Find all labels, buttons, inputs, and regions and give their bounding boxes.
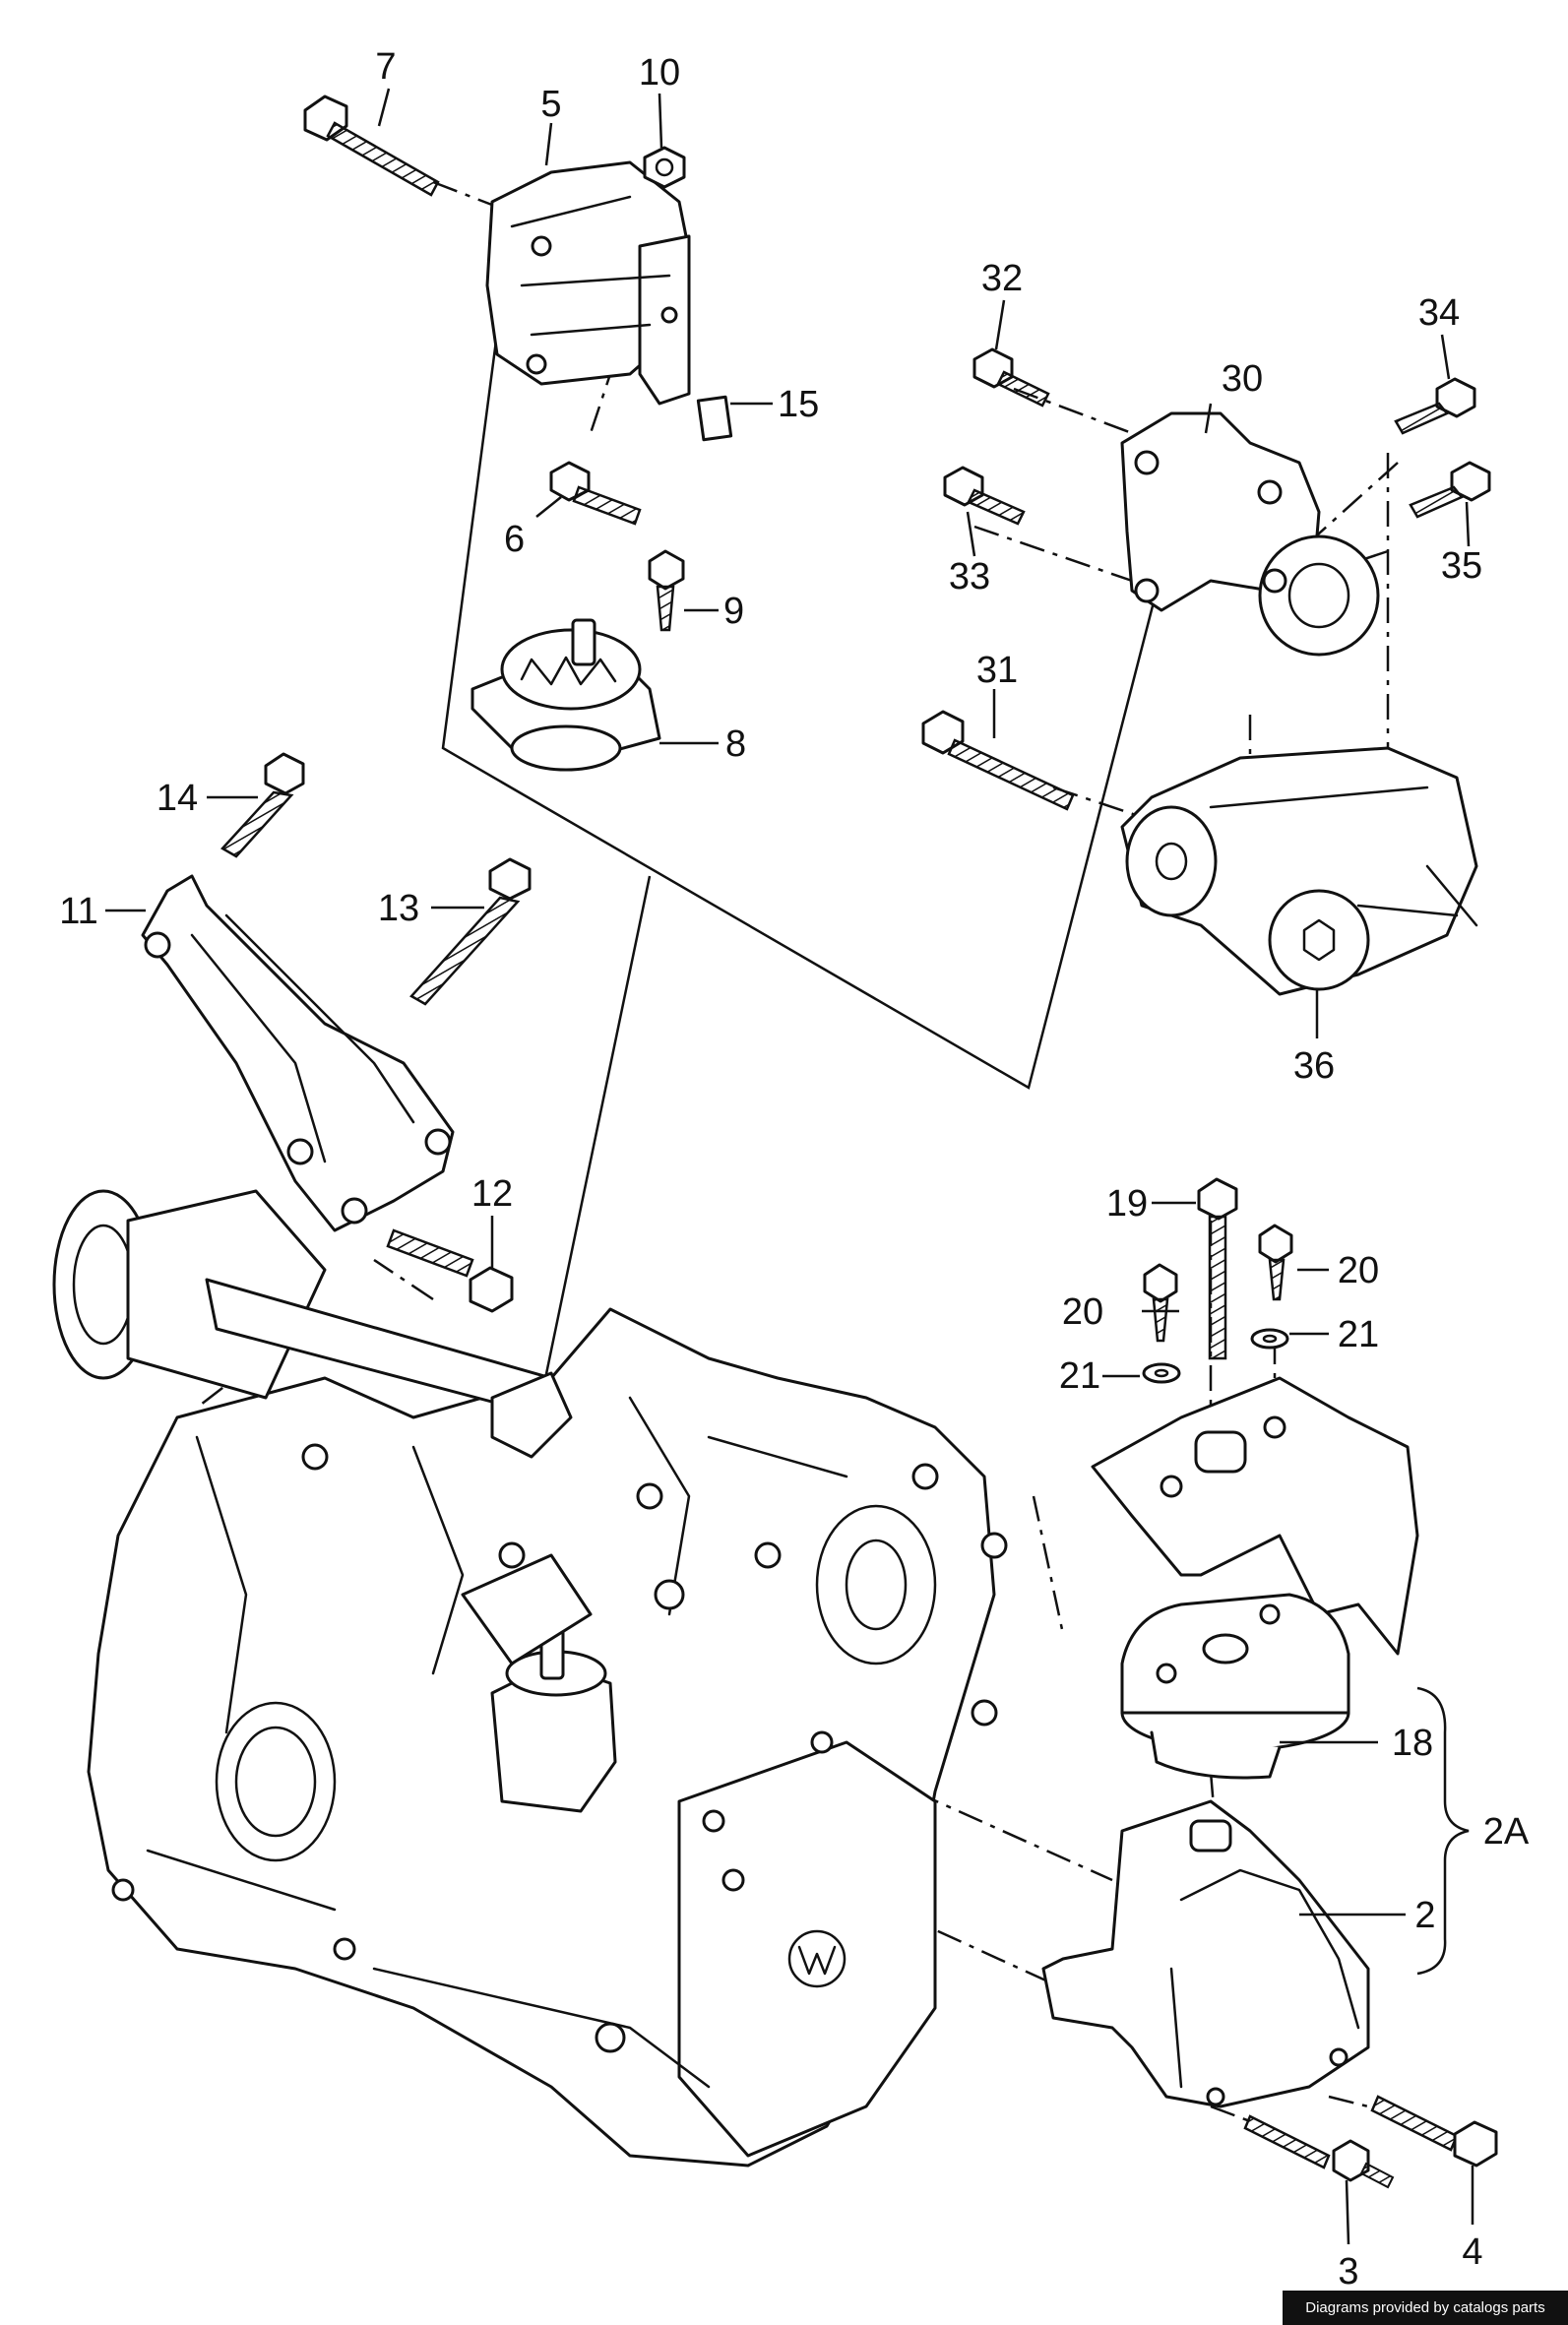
bracket-part-30 [1120,411,1380,657]
engine-mount-part-8 [470,618,661,772]
callout-18: 18 [1392,1723,1433,1764]
callout-33: 33 [949,556,990,597]
nut-part-10 [643,146,686,189]
callout-7: 7 [375,46,396,88]
bolt-part-33 [943,466,1026,526]
callout-36: 36 [1293,1045,1335,1087]
callout-30: 30 [1222,358,1263,400]
bolt-part-20-left [1143,1263,1178,1343]
callout-19: 19 [1106,1183,1148,1225]
callout-labels: 7 5 10 15 6 9 8 32 30 34 33 35 31 36 14 … [59,46,1530,2293]
callout-35: 35 [1441,545,1482,587]
callout-2A: 2A [1483,1811,1530,1853]
washer-part-21-right [1250,1328,1289,1350]
callout-13: 13 [378,888,419,929]
bracket-part-11 [141,874,455,1232]
bolt-part-13 [409,857,532,1006]
bolt-part-9 [648,549,685,632]
callout-31: 31 [976,650,1018,691]
frame-lines [441,294,1159,1399]
callout-4: 4 [1462,2231,1482,2273]
credit-banner: Diagrams provided by catalogs parts [1283,2291,1568,2325]
leader-lines [105,88,1474,2245]
housing-bolts [111,1443,1008,2053]
bolt-part-31 [921,710,1075,811]
gearbox-housing [52,1189,1008,2168]
clip-part-15 [696,395,733,442]
bolt-part-12 [386,1228,514,1313]
pendulum-support-part-36 [1120,746,1478,996]
mount-plate [1091,1376,1419,1656]
callout-14: 14 [157,778,198,819]
callout-8: 8 [725,723,746,765]
bolt-part-6 [549,461,642,526]
washer-part-21-left [1142,1362,1181,1384]
bolt-part-19 [1197,1177,1238,1360]
callout-11: 11 [59,891,97,932]
callout-6: 6 [504,519,525,560]
bracket-part-5 [485,160,691,406]
rubber-mount-part-18 [1120,1593,1350,1780]
callout-3: 3 [1338,2251,1358,2293]
callout-32: 32 [981,258,1023,299]
callout-2: 2 [1414,1895,1435,1936]
vw-logo-icon [787,1929,847,1988]
bolt-part-20-right [1258,1224,1293,1301]
callout-12: 12 [471,1173,513,1215]
bolt-part-35 [1409,461,1491,519]
bolt-part-14 [220,752,305,858]
callout-15: 15 [778,384,819,425]
callout-5: 5 [540,84,561,125]
callout-10: 10 [639,52,680,94]
callout-34: 34 [1418,292,1460,334]
bracket-part-2 [1041,1799,1370,2108]
callout-20-right: 20 [1338,1250,1379,1291]
callout-9: 9 [723,591,744,632]
callout-21-left: 21 [1059,1355,1100,1397]
bolt-part-34 [1394,377,1476,435]
stud-part-3 [1243,2114,1395,2189]
callout-20-left: 20 [1062,1291,1103,1333]
callout-21-right: 21 [1338,1314,1379,1355]
bolt-part-4 [1370,2095,1498,2168]
bolt-part-32 [972,347,1050,408]
bolt-part-7 [303,94,440,197]
